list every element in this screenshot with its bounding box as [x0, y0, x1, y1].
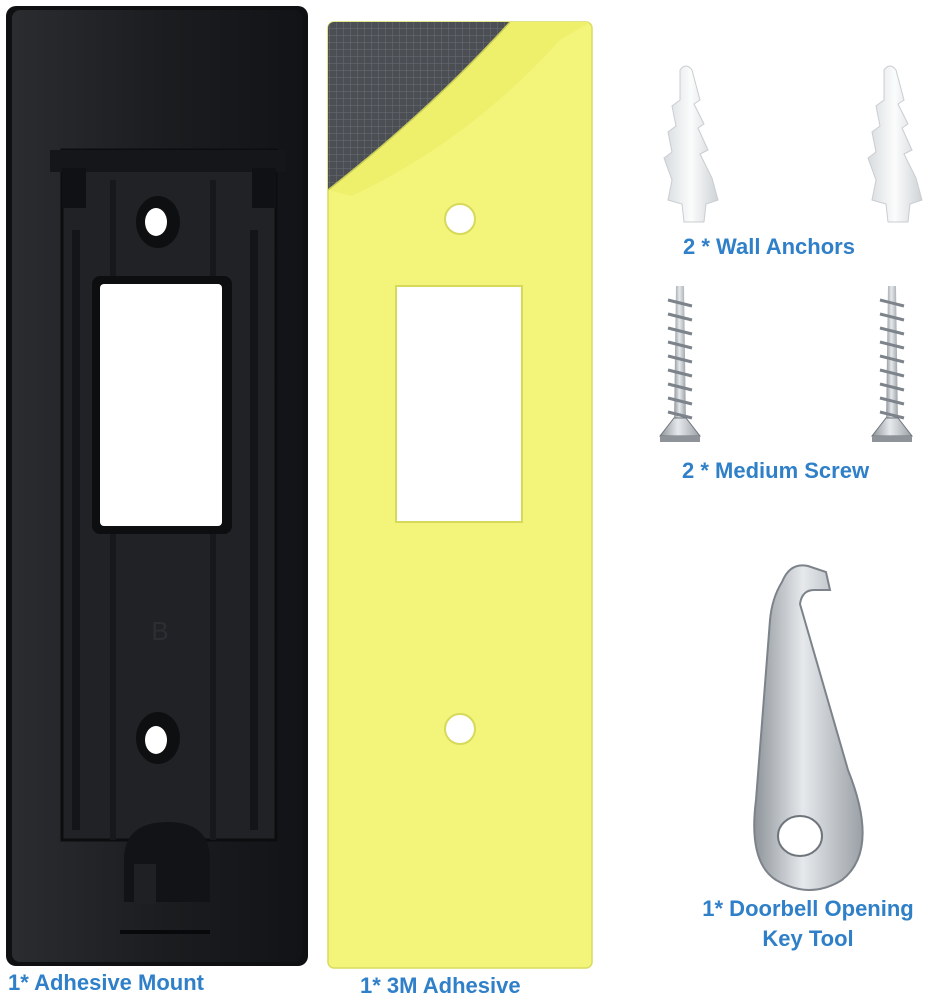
svg-text:B: B [151, 616, 168, 646]
key-tool [753, 564, 864, 891]
wall-anchor [663, 65, 719, 223]
key-tool-label-line2: Key Tool [762, 926, 854, 951]
key-tool-label: 1* Doorbell Opening Key Tool [680, 894, 936, 954]
medium-screw-label: 2 * Medium Screw [682, 458, 870, 483]
key-tool-label-line1: 1* Doorbell Opening [702, 896, 914, 921]
3m-adhesive-pad [327, 21, 593, 969]
screw [870, 286, 914, 442]
adhesive-mount-label: 1* Adhesive Mount [8, 970, 204, 995]
3m-adhesive-label: 1* 3M Adhesive [360, 973, 521, 998]
screw [658, 286, 702, 442]
wall-anchor [867, 65, 923, 223]
wall-anchors-label: 2 * Wall Anchors [683, 234, 855, 259]
adhesive-mount-bracket: B [6, 6, 308, 966]
